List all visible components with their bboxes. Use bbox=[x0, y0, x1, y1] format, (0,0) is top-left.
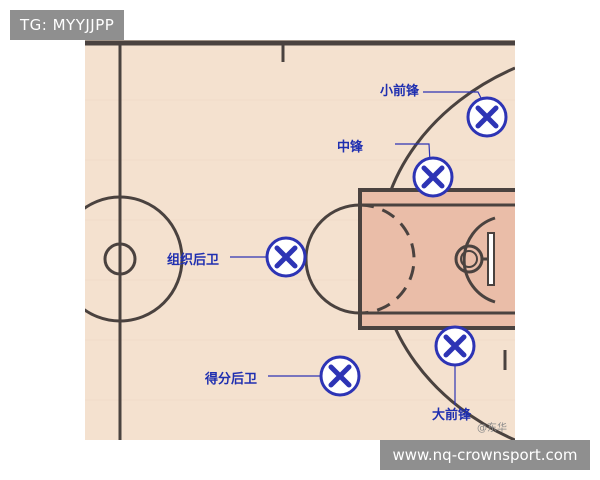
court-diagram bbox=[85, 40, 515, 440]
label-center: 中锋 bbox=[337, 140, 364, 155]
center-circle bbox=[85, 195, 184, 323]
wood-grain bbox=[85, 99, 515, 401]
backboard bbox=[487, 232, 495, 286]
basketball-court: 小前锋 中锋 组织后卫 得分后卫 大前锋 @东华 bbox=[85, 40, 515, 440]
center-circle-inner bbox=[103, 242, 137, 276]
watermark: @东华 bbox=[477, 423, 507, 434]
tg-badge: TG: MYYJJPP bbox=[10, 10, 125, 40]
label-shooting-guard: 得分后卫 bbox=[205, 372, 258, 387]
label-power-forward: 大前锋 bbox=[432, 408, 472, 423]
label-point-guard: 组织后卫 bbox=[167, 253, 220, 268]
marker-power-forward bbox=[434, 325, 476, 367]
marker-point-guard bbox=[265, 236, 307, 278]
free-throw-arc-dashed bbox=[359, 203, 416, 315]
restricted-arc bbox=[462, 216, 496, 304]
marker-center bbox=[412, 156, 454, 198]
marker-small-forward bbox=[466, 96, 508, 138]
site-url-badge[interactable]: www.nq-crownsport.com bbox=[380, 440, 590, 470]
marker-shooting-guard bbox=[319, 355, 361, 397]
label-small-forward: 小前锋 bbox=[380, 84, 420, 99]
